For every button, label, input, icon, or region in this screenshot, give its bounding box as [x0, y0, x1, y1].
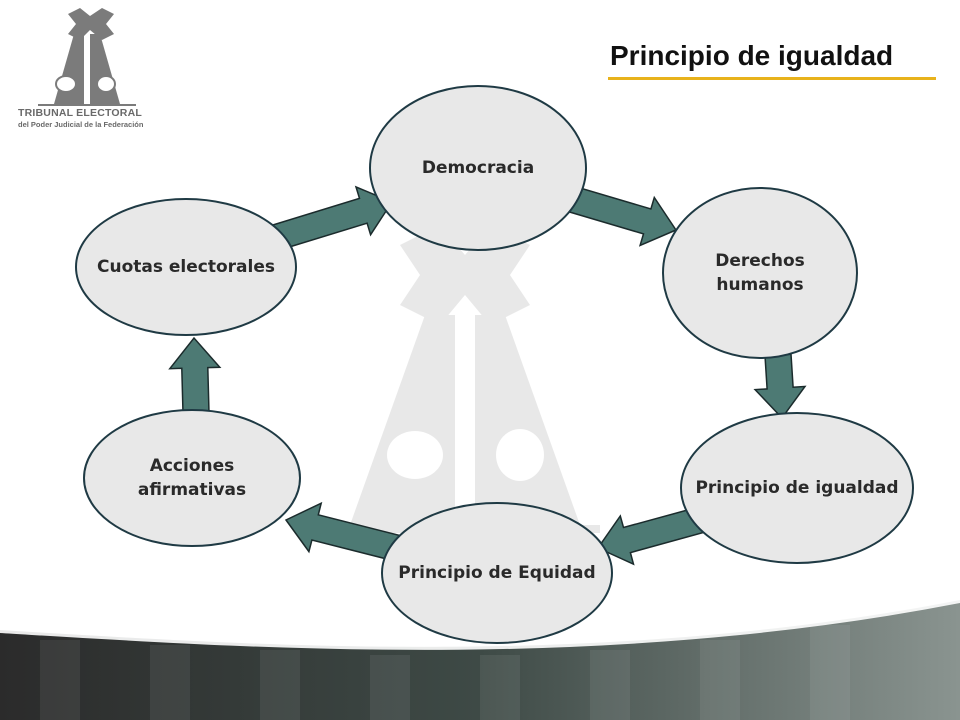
logo-caption-line2: del Poder Judicial de la Federación [18, 120, 144, 129]
page-title: Principio de igualdad [610, 40, 894, 71]
node-democracia [369, 85, 587, 251]
node-derechos [662, 187, 858, 359]
node-label-derechos: Derechos humanos [715, 251, 805, 295]
tribunal-logo-icon [38, 8, 136, 106]
node-label-democracia: Democracia [421, 158, 535, 178]
arrow-derechos-to-igualdad [753, 353, 807, 420]
node-equidad [381, 502, 613, 644]
watermark-emblem-icon [330, 225, 600, 533]
node-label-acciones: Acciones afirmativas [137, 456, 247, 500]
node-acciones [83, 409, 301, 547]
node-igualdad [680, 412, 914, 564]
node-label-igualdad: Principio de igualdad [695, 478, 899, 498]
arrow-igualdad-to-equidad [596, 506, 705, 566]
node-cuotas [75, 198, 297, 336]
title-underline [608, 77, 936, 80]
logo-caption: TRIBUNAL ELECTORAL del Poder Judicial de… [18, 108, 178, 130]
node-label-equidad: Principio de Equidad [398, 563, 596, 583]
logo-caption-line1: TRIBUNAL ELECTORAL [18, 107, 142, 119]
node-label-cuotas: Cuotas electorales [97, 257, 275, 277]
arrow-cuotas-to-democracia [263, 185, 394, 254]
decorative-bottom-band [0, 600, 960, 720]
arrow-acciones-to-cuotas [168, 336, 222, 415]
